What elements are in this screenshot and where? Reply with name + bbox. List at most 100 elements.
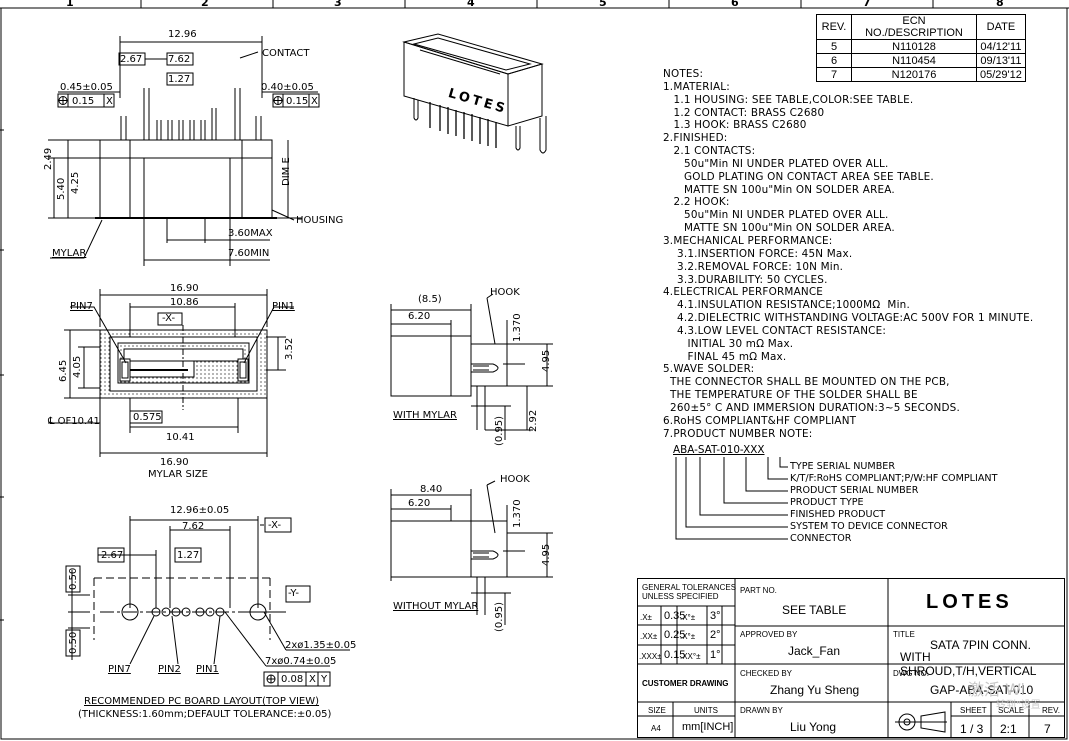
tol-row-a: .X± bbox=[640, 613, 652, 622]
dim-16-90-top: 16.90 bbox=[170, 283, 199, 294]
dim-holes-large: 2xø1.35±0.05 bbox=[285, 640, 357, 651]
dim-7-60min: 7.60MIN bbox=[228, 248, 270, 259]
part-no-value: SEE TABLE bbox=[782, 603, 847, 617]
sheet-value: 1 / 3 bbox=[960, 722, 984, 736]
ecn-cell: N120176 bbox=[851, 67, 977, 82]
dim-e: DIM E bbox=[281, 157, 292, 186]
note-line: 7.PRODUCT NUMBER NOTE: bbox=[663, 427, 813, 440]
title-line-2: WITH SHROUD,T/H,VERTICAL bbox=[900, 650, 1037, 678]
datum-y-label: -Y- bbox=[288, 588, 299, 599]
pcb-caption-2: (THICKNESS:1.60mm;DEFAULT TOLERANCE:±0.0… bbox=[78, 709, 332, 720]
dim-8-40: 8.40 bbox=[420, 484, 443, 495]
grid-col-1: 1 bbox=[66, 0, 74, 9]
pn-legend-line: PRODUCT TYPE bbox=[790, 497, 864, 508]
note-line: GOLD PLATING ON CONTACT AREA SEE TABLE. bbox=[663, 170, 934, 183]
part-no-label: PART NO. bbox=[740, 586, 777, 595]
dim-8-5: (8.5) bbox=[418, 294, 442, 305]
revision-table: REV. ECN NO./DESCRIPTION DATE 5 N110128 … bbox=[816, 14, 1026, 82]
activation-watermark-2: 转到"设置 bbox=[996, 700, 1041, 711]
note-line: 260±5° C AND IMMERSION DURATION:3~5 SECO… bbox=[663, 401, 960, 414]
tol-0-15-left: 0.15 bbox=[72, 96, 95, 107]
grid-col-2: 2 bbox=[201, 0, 209, 9]
note-line: 1.1 HOUSING: SEE TABLE,COLOR:SEE TABLE. bbox=[663, 93, 914, 106]
drawn-value: Liu Yong bbox=[790, 720, 837, 734]
dim-7-62-pcb: 7.62 bbox=[182, 521, 205, 532]
date-cell: 04/12'11 bbox=[976, 39, 1026, 54]
without-mylar-label: WITHOUT MYLAR bbox=[393, 601, 479, 612]
mylar-size-label: MYLAR SIZE bbox=[148, 469, 208, 480]
note-line: 1.2 CONTACT: BRASS C2680 bbox=[663, 106, 825, 119]
ecn-header: ECN NO./DESCRIPTION bbox=[851, 14, 977, 40]
grid-col-7: 7 bbox=[863, 0, 871, 9]
checked-value: Zhang Yu Sheng bbox=[770, 683, 860, 697]
dim-1-370-without: 1.370 bbox=[512, 499, 523, 528]
datum-x-top: -X- bbox=[162, 313, 176, 324]
pcb-caption: RECOMMENDED PC BOARD LAYOUT(TOP VIEW) bbox=[84, 696, 320, 707]
dim-2-67: 2.67 bbox=[120, 54, 143, 65]
ecn-cell: N110454 bbox=[851, 53, 977, 68]
dim-4-95-with: 4.95 bbox=[541, 349, 552, 372]
activation-watermark: 激活 Wi bbox=[968, 680, 1026, 699]
dim-0-50-top: 0.50 bbox=[68, 567, 79, 590]
tol-row-b: 0.35 bbox=[664, 610, 686, 622]
grid-col-6: 6 bbox=[731, 0, 739, 9]
dim-3-60max: 3.60MAX bbox=[228, 228, 273, 239]
datum-x-right: X bbox=[311, 96, 318, 107]
sheet-label: SHEET bbox=[960, 706, 987, 715]
dim-0-40: 0.40±0.05 bbox=[261, 82, 314, 93]
date-cell: 09/13'11 bbox=[976, 53, 1026, 68]
dim-4-05: 4.05 bbox=[72, 355, 83, 378]
top-view-drawing bbox=[48, 289, 294, 457]
customer-drawing-label: CUSTOMER DRAWING bbox=[642, 679, 729, 688]
note-line: 6.RoHS COMPLIANT&HF COMPLIANT bbox=[663, 414, 857, 427]
scale-label: SCALE bbox=[998, 706, 1025, 715]
tol-0-15-right: 0.15 bbox=[286, 96, 309, 107]
housing-label: HOUSING bbox=[296, 215, 344, 226]
tol-row-d: 2° bbox=[710, 629, 721, 641]
pin1-label: PIN1 bbox=[272, 301, 295, 312]
dim-1-27: 1.27 bbox=[168, 74, 191, 85]
table-row: 5 N110128 04/12'11 bbox=[816, 39, 1026, 54]
tol-row-d: 3° bbox=[710, 610, 721, 622]
datum-y-pcb: Y bbox=[321, 674, 328, 685]
grid-col-8: 8 bbox=[996, 0, 1004, 9]
grid-col-3: 3 bbox=[334, 0, 342, 9]
hook-label-without: HOOK bbox=[500, 474, 530, 485]
title-line-1: SATA 7PIN CONN. bbox=[930, 638, 1031, 652]
note-line: 2.1 CONTACTS: bbox=[663, 145, 756, 158]
notes-block: NOTES: 1.MATERIAL: 1.1 HOUSING: SEE TABL… bbox=[663, 68, 1063, 440]
centerline-label: ℄ OF10.41 bbox=[48, 416, 100, 427]
ecn-cell: N110128 bbox=[851, 39, 977, 54]
units-value: mm[INCH] bbox=[682, 721, 734, 733]
tol-row-d: 1° bbox=[710, 649, 721, 661]
product-number-code: ABA-SAT-010-XXX bbox=[673, 444, 765, 456]
dim-0-45: 0.45±0.05 bbox=[60, 82, 113, 93]
centerline-value: OF10.41 bbox=[57, 416, 100, 427]
product-number-leaders bbox=[675, 457, 788, 540]
pn-legend-line: SYSTEM TO DEVICE CONNECTOR bbox=[790, 521, 948, 532]
drawn-label: DRAWN BY bbox=[740, 706, 783, 715]
pn-legend-line: FINISHED PRODUCT bbox=[790, 509, 886, 520]
dim-12-96: 12.96 bbox=[168, 29, 197, 40]
unless-specified-label: UNLESS SPECIFIED bbox=[642, 592, 719, 601]
mylar-label: MYLAR bbox=[52, 248, 87, 259]
with-mylar-label: WITH MYLAR bbox=[393, 410, 457, 421]
front-view-drawing bbox=[48, 36, 320, 266]
dim-10-86: 10.86 bbox=[170, 297, 199, 308]
hook-label-with: HOOK bbox=[490, 287, 520, 298]
dim-5-40: 5.40 bbox=[56, 177, 67, 200]
rev-header: REV. bbox=[816, 14, 852, 40]
dim-10-41: 10.41 bbox=[166, 432, 195, 443]
grid-col-5: 5 bbox=[599, 0, 607, 9]
note-line: MATTE SN 100u"Min ON SOLDER AREA. bbox=[663, 222, 895, 235]
datum-x-label: -X- bbox=[268, 520, 282, 531]
tol-row-c: .X°± bbox=[680, 613, 696, 622]
dim-2-67-pcb: 2.67 bbox=[101, 550, 124, 561]
note-line: FINAL 45 mΩ Max. bbox=[663, 350, 787, 363]
note-line: 3.MECHANICAL PERFORMANCE: bbox=[663, 234, 833, 247]
note-line: 50u"Min NI UNDER PLATED OVER ALL. bbox=[663, 157, 889, 170]
note-line: 3.3.DURABILITY: 50 CYCLES. bbox=[663, 273, 828, 286]
rev-label: REV. bbox=[1042, 706, 1060, 715]
note-line: 4.ELECTRICAL PERFORMANCE bbox=[663, 286, 824, 299]
checked-label: CHECKED BY bbox=[740, 669, 793, 678]
